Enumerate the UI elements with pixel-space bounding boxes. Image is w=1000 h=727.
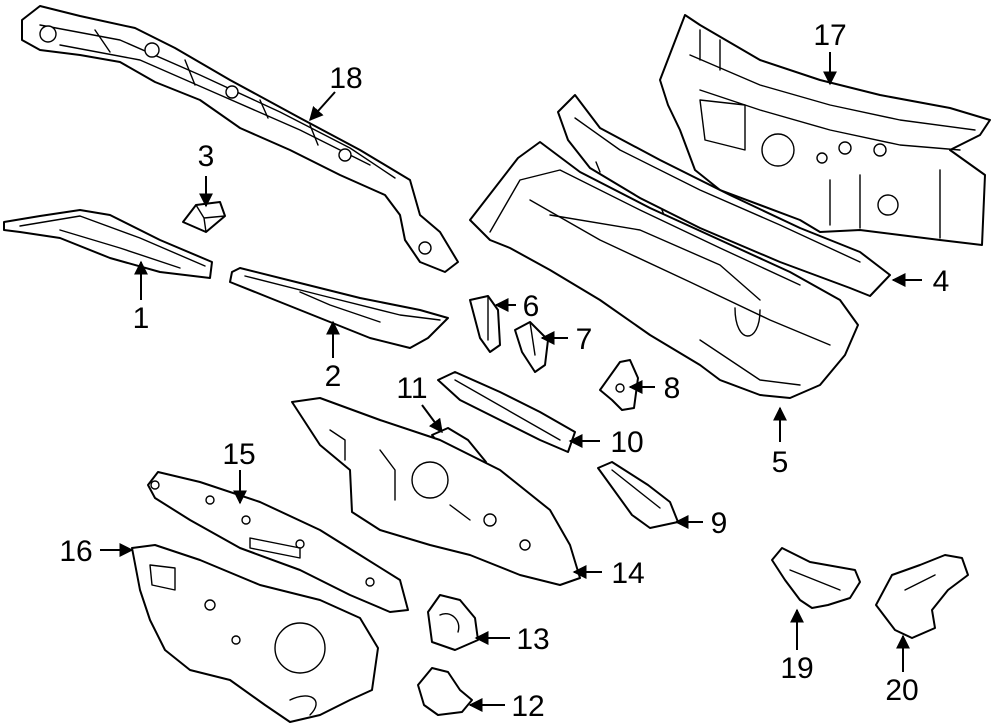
part-7-bracket[interactable] (514, 321, 549, 373)
leader-18 (309, 91, 336, 122)
callout-16: 16 (59, 535, 92, 568)
part-17-dash-panel-upper[interactable] (659, 14, 991, 246)
leader-lines (100, 52, 922, 712)
callout-5: 5 (772, 446, 789, 479)
callout-6: 6 (523, 290, 540, 323)
part-9-support[interactable] (597, 461, 679, 529)
callout-20: 20 (885, 674, 918, 707)
callout-15: 15 (222, 438, 255, 471)
callout-19: 19 (780, 652, 813, 685)
part-14-dash-panel[interactable] (291, 397, 581, 586)
leader-11 (421, 404, 443, 434)
callout-4: 4 (933, 265, 950, 298)
callout-13: 13 (516, 623, 549, 656)
part-13-bracket[interactable] (427, 594, 479, 651)
part-16-dash-silencer[interactable] (131, 544, 379, 723)
callout-8: 8 (664, 372, 681, 405)
callout-1: 1 (133, 302, 150, 335)
callout-7: 7 (576, 323, 593, 356)
callout-14: 14 (611, 557, 644, 590)
callout-10: 10 (610, 426, 643, 459)
part-19-brace[interactable] (771, 547, 861, 609)
part-15-dash-insulator-bar[interactable] (147, 471, 409, 613)
part-18-cowl-rail[interactable] (21, 5, 459, 273)
callout-labels: 1 2 3 4 5 6 7 8 9 10 11 12 13 14 15 16 1… (59, 19, 949, 723)
part-2-cowl-side-panel[interactable] (229, 267, 449, 349)
callout-9: 9 (711, 507, 728, 540)
part-20-brace[interactable] (875, 554, 969, 639)
callout-11: 11 (396, 372, 427, 405)
part-1-cowl-side-panel[interactable] (3, 209, 213, 279)
callout-18: 18 (329, 62, 362, 95)
callout-17: 17 (813, 19, 846, 52)
part-3-bracket[interactable] (182, 201, 226, 233)
callout-2: 2 (325, 360, 342, 393)
part-6-bracket[interactable] (469, 295, 501, 353)
part-8-brace[interactable] (599, 359, 639, 411)
part-12-bracket[interactable] (417, 667, 473, 716)
callout-3: 3 (198, 140, 215, 173)
part-5-cowl-top-panel[interactable] (469, 141, 859, 399)
callout-12: 12 (511, 690, 544, 723)
